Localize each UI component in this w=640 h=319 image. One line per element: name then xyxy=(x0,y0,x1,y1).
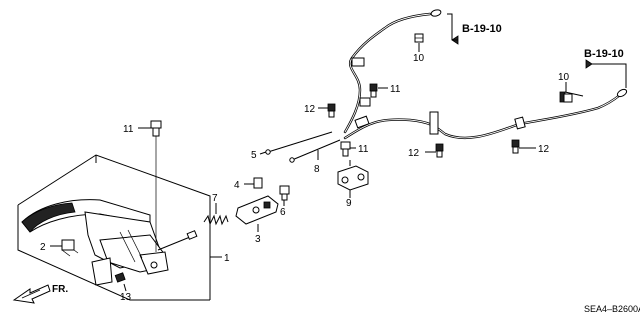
bolt-part-13: 13 xyxy=(114,272,132,303)
bolt-part-12-center: 12 xyxy=(408,143,444,159)
lever-assembly-frame xyxy=(17,154,211,301)
equalizer-part-3: 3 xyxy=(235,195,279,245)
clip-part-10-right: 10 xyxy=(558,72,573,103)
bolt-part-12-right: 12 xyxy=(511,139,550,155)
callout-2: 2 xyxy=(40,242,46,253)
callout-6: 6 xyxy=(280,207,286,218)
spring-part-7: 7 xyxy=(203,193,229,226)
callout-1: 1 xyxy=(224,253,230,264)
reference-label-right: B-19-10 xyxy=(584,48,624,60)
reference-b-19-10-right: B-19-10 xyxy=(584,48,627,88)
callout-12-left: 12 xyxy=(304,104,316,115)
left-cable xyxy=(343,9,442,134)
rear-cable-part-5: 5 xyxy=(251,131,333,161)
reference-label-upper: B-19-10 xyxy=(462,23,502,35)
callout-13: 13 xyxy=(120,292,132,303)
callout-7: 7 xyxy=(212,193,218,204)
clip-part-10-upper: 10 xyxy=(413,33,425,64)
callout-5: 5 xyxy=(251,150,257,161)
callout-11-center: 11 xyxy=(358,144,369,155)
bolt-part-12-left: 12 xyxy=(304,103,336,118)
callout-8: 8 xyxy=(314,164,320,175)
callout-11-left: 11 xyxy=(123,124,134,135)
right-cable xyxy=(343,88,628,140)
bolt-part-11-left: 11 xyxy=(123,120,162,252)
callout-4: 4 xyxy=(234,180,240,191)
direction-label: FR. xyxy=(52,284,68,295)
diagram-code: SEA4–B2600A xyxy=(584,304,640,314)
bolt-part-12-upper: 11 xyxy=(369,83,401,98)
front-direction-arrow: FR. xyxy=(12,284,68,304)
callout-10-right: 10 xyxy=(558,72,570,83)
reference-b-19-10-upper: B-19-10 xyxy=(447,13,502,45)
nut-part-4: 4 xyxy=(234,177,263,191)
callout-12-right: 12 xyxy=(538,144,550,155)
callout-10-upper: 10 xyxy=(413,53,425,64)
bracket-part-9: 9 xyxy=(337,160,369,209)
lever-cable-rod xyxy=(157,230,198,251)
callout-12-upper: 11 xyxy=(390,84,401,95)
callout-3: 3 xyxy=(255,234,261,245)
callout-9: 9 xyxy=(346,198,352,209)
bolt-part-11-center: 11 xyxy=(340,141,369,157)
bolt-part-6: 6 xyxy=(279,185,290,218)
callout-12-center: 12 xyxy=(408,148,420,159)
switch-clip-part-2: 2 xyxy=(40,239,79,257)
rear-cable-part-8: 8 xyxy=(289,139,341,175)
parking-brake-lever xyxy=(21,199,169,286)
